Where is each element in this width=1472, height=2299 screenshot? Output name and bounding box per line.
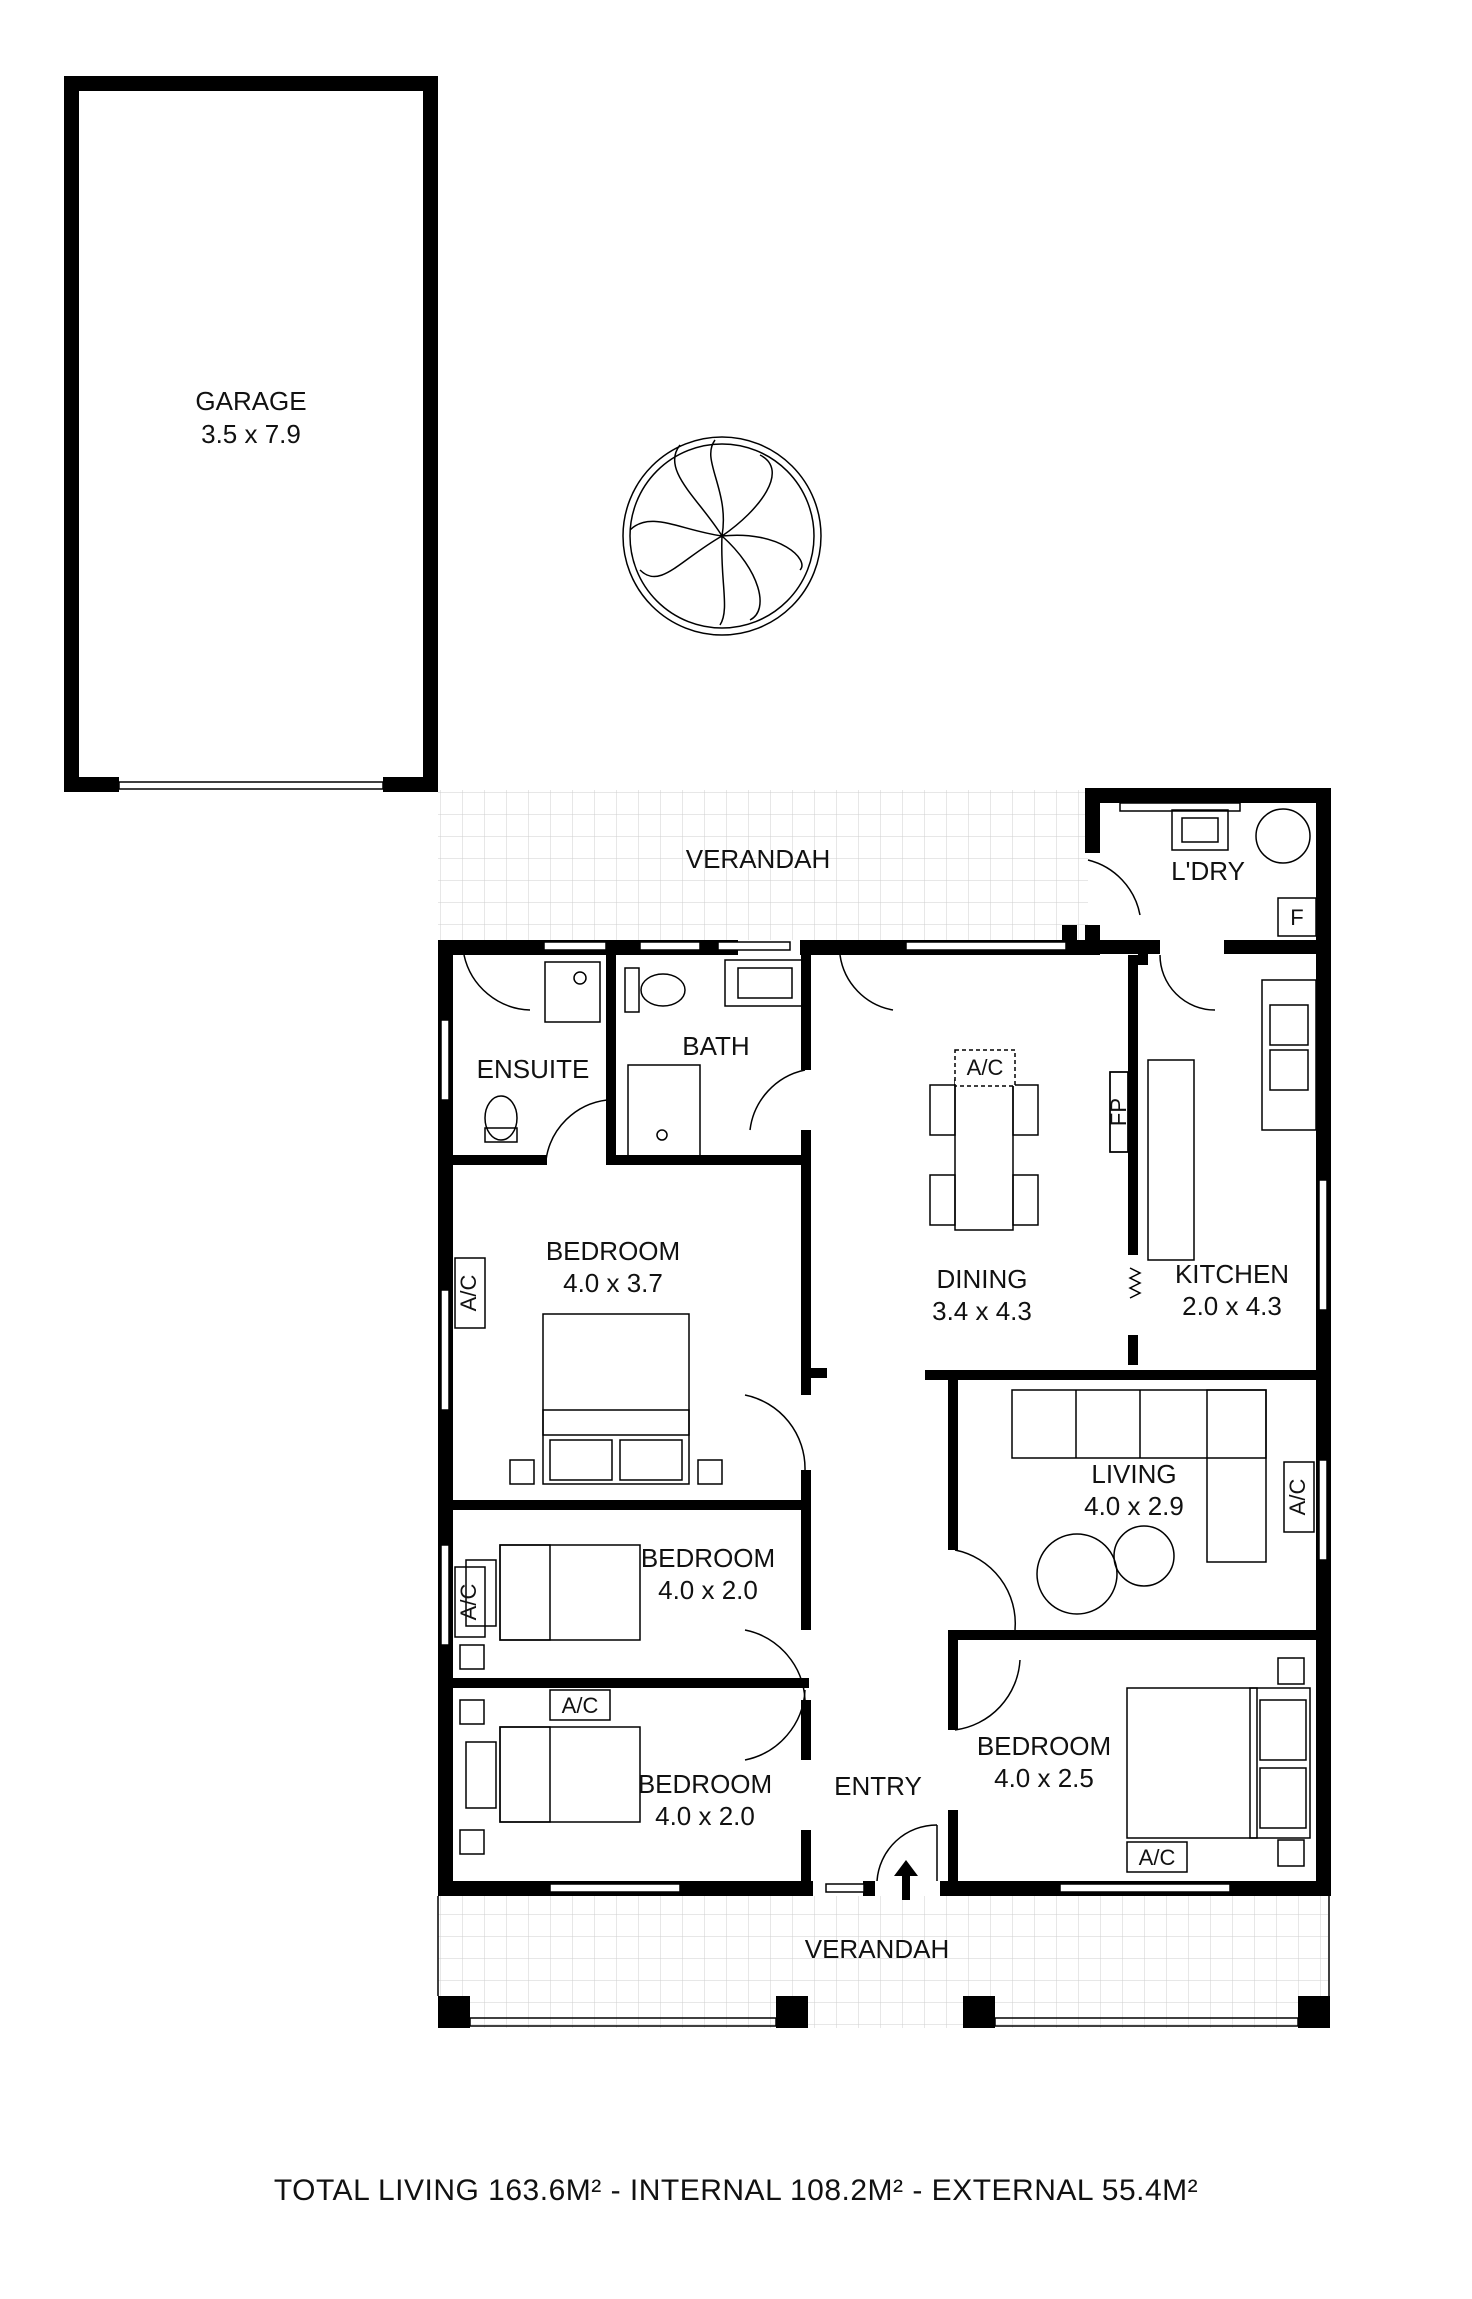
area-totals: TOTAL LIVING 163.6M² - INTERNAL 108.2M² …	[274, 2174, 1198, 2207]
kitchen-size: 2.0 x 4.3	[1182, 1291, 1282, 1321]
bedroom-3-ac-label: A/C	[562, 1693, 599, 1718]
bedroom-main-size: 4.0 x 3.7	[563, 1268, 663, 1298]
dining-label: DINING	[937, 1264, 1028, 1294]
living-ac-label: A/C	[1285, 1479, 1310, 1516]
entry-label: ENTRY	[834, 1771, 922, 1801]
house-walls	[438, 788, 1331, 1896]
dining-size: 3.4 x 4.3	[932, 1296, 1032, 1326]
front-verandah-label: VERANDAH	[805, 1934, 949, 1964]
ac-units	[454, 1049, 1315, 1873]
bedroom-2-ac-label: A/C	[456, 1584, 481, 1621]
bedroom-main-label: BEDROOM	[546, 1236, 680, 1266]
fridge-label: F	[1290, 905, 1303, 930]
bedroom-3-size: 4.0 x 2.0	[655, 1801, 755, 1831]
back-verandah-paving	[438, 790, 1088, 940]
entry-arrow-icon	[894, 1860, 918, 1900]
bedroom-2-size: 4.0 x 2.0	[658, 1575, 758, 1605]
garage-door	[118, 781, 384, 790]
garage-label: GARAGE	[195, 386, 306, 416]
living-size: 4.0 x 2.9	[1084, 1491, 1184, 1521]
bedroom-2-label: BEDROOM	[641, 1543, 775, 1573]
bedroom-3-label: BEDROOM	[638, 1769, 772, 1799]
front-verandah-paving	[438, 1896, 1328, 2028]
bedroom-main-ac-label: A/C	[456, 1275, 481, 1312]
bedroom-4-ac-label: A/C	[1139, 1845, 1176, 1870]
laundry-label: L'DRY	[1171, 856, 1245, 886]
dining-ac-label: A/C	[967, 1055, 1004, 1080]
garage-size: 3.5 x 7.9	[201, 419, 301, 449]
garage	[64, 76, 438, 792]
doors	[463, 859, 1216, 1882]
bath-label: BATH	[682, 1031, 749, 1061]
fireplace-label: FP	[1106, 1098, 1131, 1126]
living-label: LIVING	[1091, 1459, 1176, 1489]
ensuite-label: ENSUITE	[477, 1054, 590, 1084]
bedroom-4-label: BEDROOM	[977, 1731, 1111, 1761]
front-verandah-posts	[437, 1896, 1330, 2028]
bedroom-4-size: 4.0 x 2.5	[994, 1763, 1094, 1793]
back-verandah-label: VERANDAH	[686, 844, 830, 874]
kitchen-label: KITCHEN	[1175, 1259, 1289, 1289]
windows	[440, 802, 1328, 1893]
tree-icon	[622, 436, 822, 636]
